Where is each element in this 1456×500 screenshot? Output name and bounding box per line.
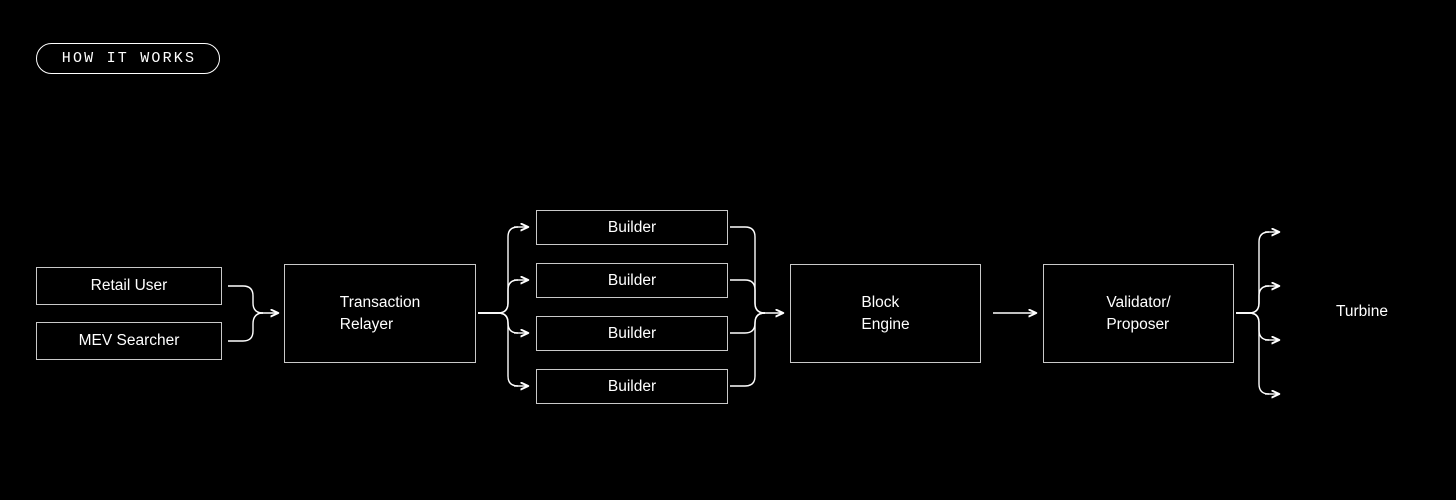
node-transaction-relayer[interactable]: Transaction Relayer (284, 264, 476, 363)
node-builder-3[interactable]: Builder (536, 316, 728, 351)
edge-relayer-to-builders (478, 227, 528, 386)
node-block-engine[interactable]: Block Engine (790, 264, 981, 363)
edge-users-to-relayer (228, 285, 278, 342)
node-label: MEV Searcher (78, 332, 180, 349)
node-label: Transaction Relayer (339, 293, 421, 333)
node-label: Builder (607, 218, 657, 236)
edge-validator-to-turbine (1236, 232, 1279, 394)
node-label: Builder (607, 271, 657, 289)
node-mev-searcher[interactable]: MEV Searcher (36, 322, 222, 360)
node-turbine: Turbine (1302, 299, 1422, 325)
badge-label: HOW IT WORKS (61, 50, 197, 67)
how-it-works-badge: HOW IT WORKS (36, 43, 220, 74)
node-label: Block Engine (861, 293, 910, 333)
node-builder-4[interactable]: Builder (536, 369, 728, 404)
node-label: Validator/ Proposer (1106, 293, 1171, 333)
node-validator-proposer[interactable]: Validator/ Proposer (1043, 264, 1234, 363)
node-label: Builder (607, 377, 657, 395)
node-builder-2[interactable]: Builder (536, 263, 728, 298)
node-builder-1[interactable]: Builder (536, 210, 728, 245)
edge-builders-to-block-engine (730, 226, 783, 387)
node-label: Turbine (1336, 303, 1388, 320)
node-label: Builder (607, 324, 657, 342)
node-label: Retail User (90, 277, 168, 294)
node-retail-user[interactable]: Retail User (36, 267, 222, 305)
